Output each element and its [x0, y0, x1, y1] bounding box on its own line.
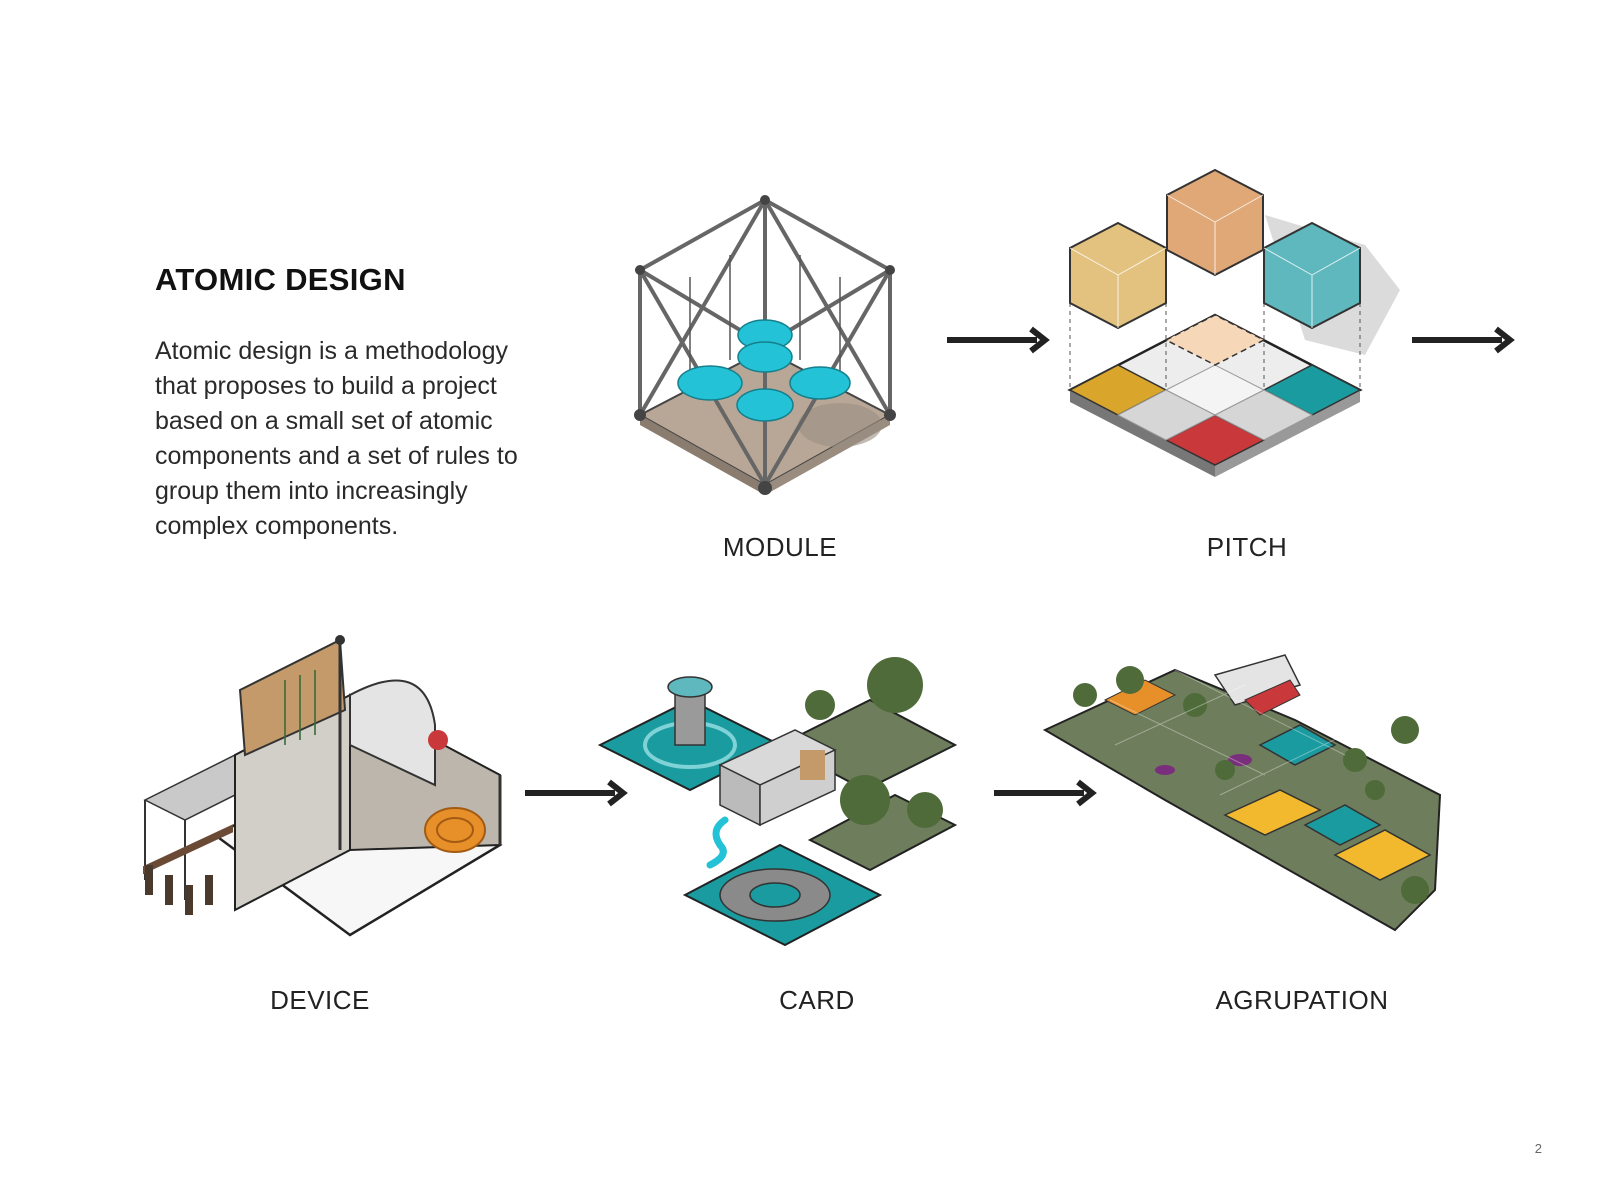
module-illustration: [634, 195, 896, 495]
page-number: 2: [1534, 1141, 1542, 1156]
card-caption: CARD: [779, 985, 855, 1015]
arrow-right-icon: [1412, 326, 1515, 354]
pitch-caption: PITCH: [1206, 532, 1288, 562]
arrow-right-icon: [994, 779, 1097, 807]
device-illustration: [143, 635, 503, 937]
pitch-illustration: [1067, 168, 1400, 477]
page-title: ATOMIC DESIGN: [155, 262, 406, 297]
page-description: Atomic design is a methodology that prop…: [155, 337, 518, 540]
module-caption: MODULE: [722, 532, 838, 562]
agrupation-caption: AGRUPATION: [1215, 985, 1389, 1015]
arrow-right-icon: [525, 779, 628, 807]
arrow-right-icon: [947, 326, 1050, 354]
agrupation-illustration: [1042, 654, 1442, 932]
device-caption: DEVICE: [270, 985, 370, 1015]
card-illustration: [597, 657, 958, 947]
